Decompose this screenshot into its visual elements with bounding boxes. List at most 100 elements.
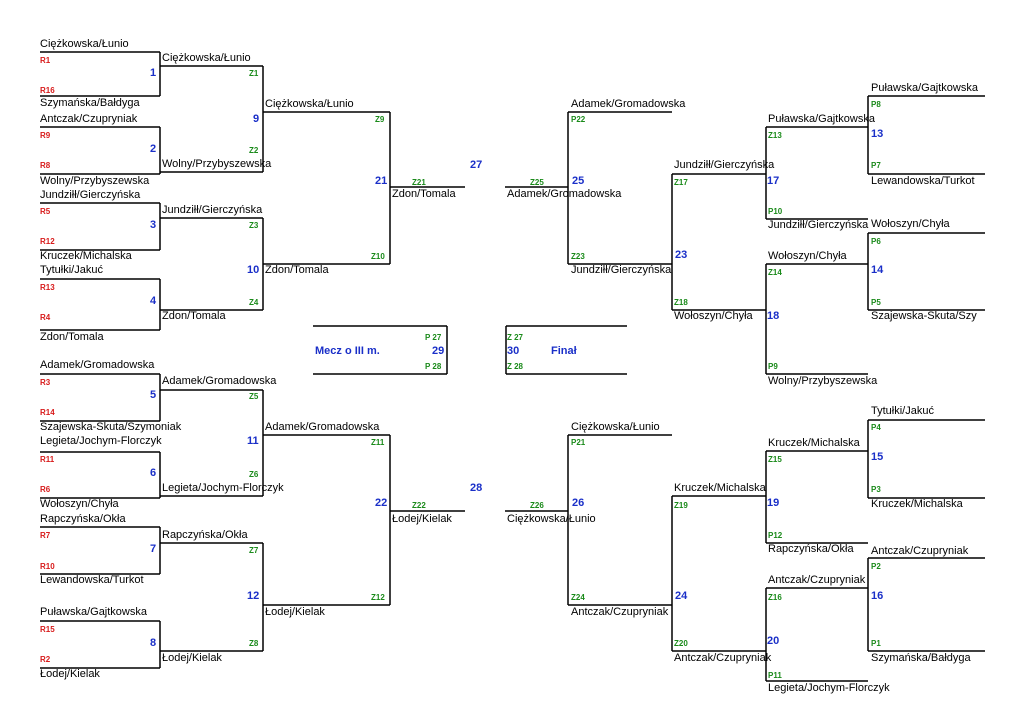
feeder-name: Jundziłł/Gierczyńska	[571, 264, 672, 276]
match-number: 10	[247, 264, 260, 276]
winner-name: Zdon/Tomala	[162, 310, 226, 322]
entry-code: P3	[871, 485, 881, 494]
entry-name: Wolny/Przybyszewska	[40, 175, 150, 187]
entry-name: Antczak/Czupryniak	[40, 113, 138, 125]
advance-code: Z5	[249, 392, 259, 401]
advance-code: P22	[571, 115, 586, 124]
advance-code: Z12	[371, 593, 385, 602]
entry-code: R12	[40, 237, 55, 246]
feeder-name: Kruczek/Michalska	[674, 482, 766, 494]
final-code: Z 27	[507, 333, 524, 342]
entry-name: Rapczyńska/Okła	[40, 513, 126, 525]
entry-code: R7	[40, 531, 51, 540]
match-number: 9	[253, 113, 260, 125]
entry-name: Kruczek/Michalska	[40, 250, 132, 262]
feeder-name: Rapczyńska/Okła	[768, 543, 854, 555]
entry-code: P4	[871, 423, 881, 432]
winner-name: Ciężkowska/Łunio	[507, 513, 596, 525]
winner-name: Adamek/Gromadowska	[265, 421, 380, 433]
feeder-name: Legieta/Jochym-Florczyk	[768, 682, 890, 694]
entry-code: P6	[871, 237, 881, 246]
entry-name: Ciężkowska/Łunio	[40, 38, 129, 50]
match-number: 5	[150, 389, 157, 401]
match-number: 1	[150, 67, 157, 79]
entry-code: R5	[40, 207, 51, 216]
entry-code: P2	[871, 562, 881, 571]
third-place-code: P 27	[425, 333, 442, 342]
winner-name: Jundziłł/Gierczyńska	[162, 204, 263, 216]
feeder-name: Antczak/Czupryniak	[674, 652, 772, 664]
advance-code: Z21	[412, 178, 426, 187]
entry-name: Wołoszyn/Chyła	[40, 498, 119, 510]
winner-name: Zdon/Tomala	[265, 264, 329, 276]
match-number: 21	[375, 175, 388, 187]
entry-code: R2	[40, 655, 51, 664]
third-place-match: 29	[432, 345, 445, 357]
feeder-name: Antczak/Czupryniak	[571, 606, 669, 618]
advance-code: P12	[768, 531, 783, 540]
entry-code: R8	[40, 161, 51, 170]
advance-code: P21	[571, 438, 586, 447]
entry-name: Szajewska-Skuta/Szy	[871, 310, 977, 322]
entry-name: Szymańska/Bałdyga	[871, 652, 971, 664]
entry-code: P7	[871, 161, 881, 170]
advance-code: P9	[768, 362, 778, 371]
advance-code: Z8	[249, 639, 259, 648]
match-number: 13	[871, 128, 884, 140]
entry-name: Szajewska-Skuta/Szymoniak	[40, 421, 182, 433]
match-number: 25	[572, 175, 585, 187]
match-number: 8	[150, 637, 157, 649]
winner-name: Adamek/Gromadowska	[507, 188, 622, 200]
feeder-name: Antczak/Czupryniak	[768, 574, 866, 586]
match-number: 14	[871, 264, 884, 276]
feeder-name: Puławska/Gajtkowska	[768, 113, 875, 125]
feeder-name: Jundziłł/Gierczyńska	[768, 219, 869, 231]
match-number: 2	[150, 143, 157, 155]
advance-code: Z10	[371, 252, 385, 261]
feeder-name: Adamek/Gromadowska	[571, 98, 686, 110]
feeder-name: Wołoszyn/Chyła	[674, 310, 753, 322]
entry-code: P5	[871, 298, 881, 307]
match-number: 7	[150, 543, 157, 555]
advance-code: Z2	[249, 146, 259, 155]
match-number: 12	[247, 590, 260, 602]
entry-name: Legieta/Jochym-Florczyk	[40, 435, 162, 447]
advance-code: Z22	[412, 501, 426, 510]
entry-name: Antczak/Czupryniak	[871, 545, 969, 557]
entry-code: R11	[40, 455, 55, 464]
entry-code: P1	[871, 639, 881, 648]
entry-code: R15	[40, 625, 55, 634]
match-number: 24	[675, 590, 688, 602]
entry-name: Wołoszyn/Chyła	[871, 218, 950, 230]
match-number: 4	[150, 295, 157, 307]
entry-code: R9	[40, 131, 51, 140]
advance-code: Z26	[530, 501, 544, 510]
match-number: 22	[375, 497, 388, 509]
winner-name: Rapczyńska/Okła	[162, 529, 248, 541]
entry-name: Puławska/Gajtkowska	[871, 82, 978, 94]
advance-code: Z11	[371, 438, 385, 447]
match-number: 18	[767, 310, 780, 322]
advance-code: Z18	[674, 298, 688, 307]
advance-code: Z24	[571, 593, 585, 602]
advance-code: Z25	[530, 178, 544, 187]
advance-code: P10	[768, 207, 783, 216]
third-place-code: P 28	[425, 362, 442, 371]
entry-name: Szymańska/Bałdyga	[40, 97, 140, 109]
third-place-label: Mecz o III m.	[315, 345, 380, 357]
match-number: 16	[871, 590, 884, 602]
entry-name: Lewandowska/Turkot	[871, 175, 975, 187]
advance-code: Z3	[249, 221, 259, 230]
entry-name: Zdon/Tomala	[40, 331, 104, 343]
match-number: 19	[767, 497, 780, 509]
winner-name: Łodej/Kielak	[392, 513, 452, 525]
match-number: 23	[675, 249, 688, 261]
feeder-name: Ciężkowska/Łunio	[571, 421, 660, 433]
advance-code: Z9	[375, 115, 385, 124]
feeder-name: Wołoszyn/Chyła	[768, 250, 847, 262]
entry-code: R3	[40, 378, 51, 387]
entry-name: Kruczek/Michalska	[871, 498, 963, 510]
winner-name: Łodej/Kielak	[162, 652, 222, 664]
entry-code: R16	[40, 86, 55, 95]
